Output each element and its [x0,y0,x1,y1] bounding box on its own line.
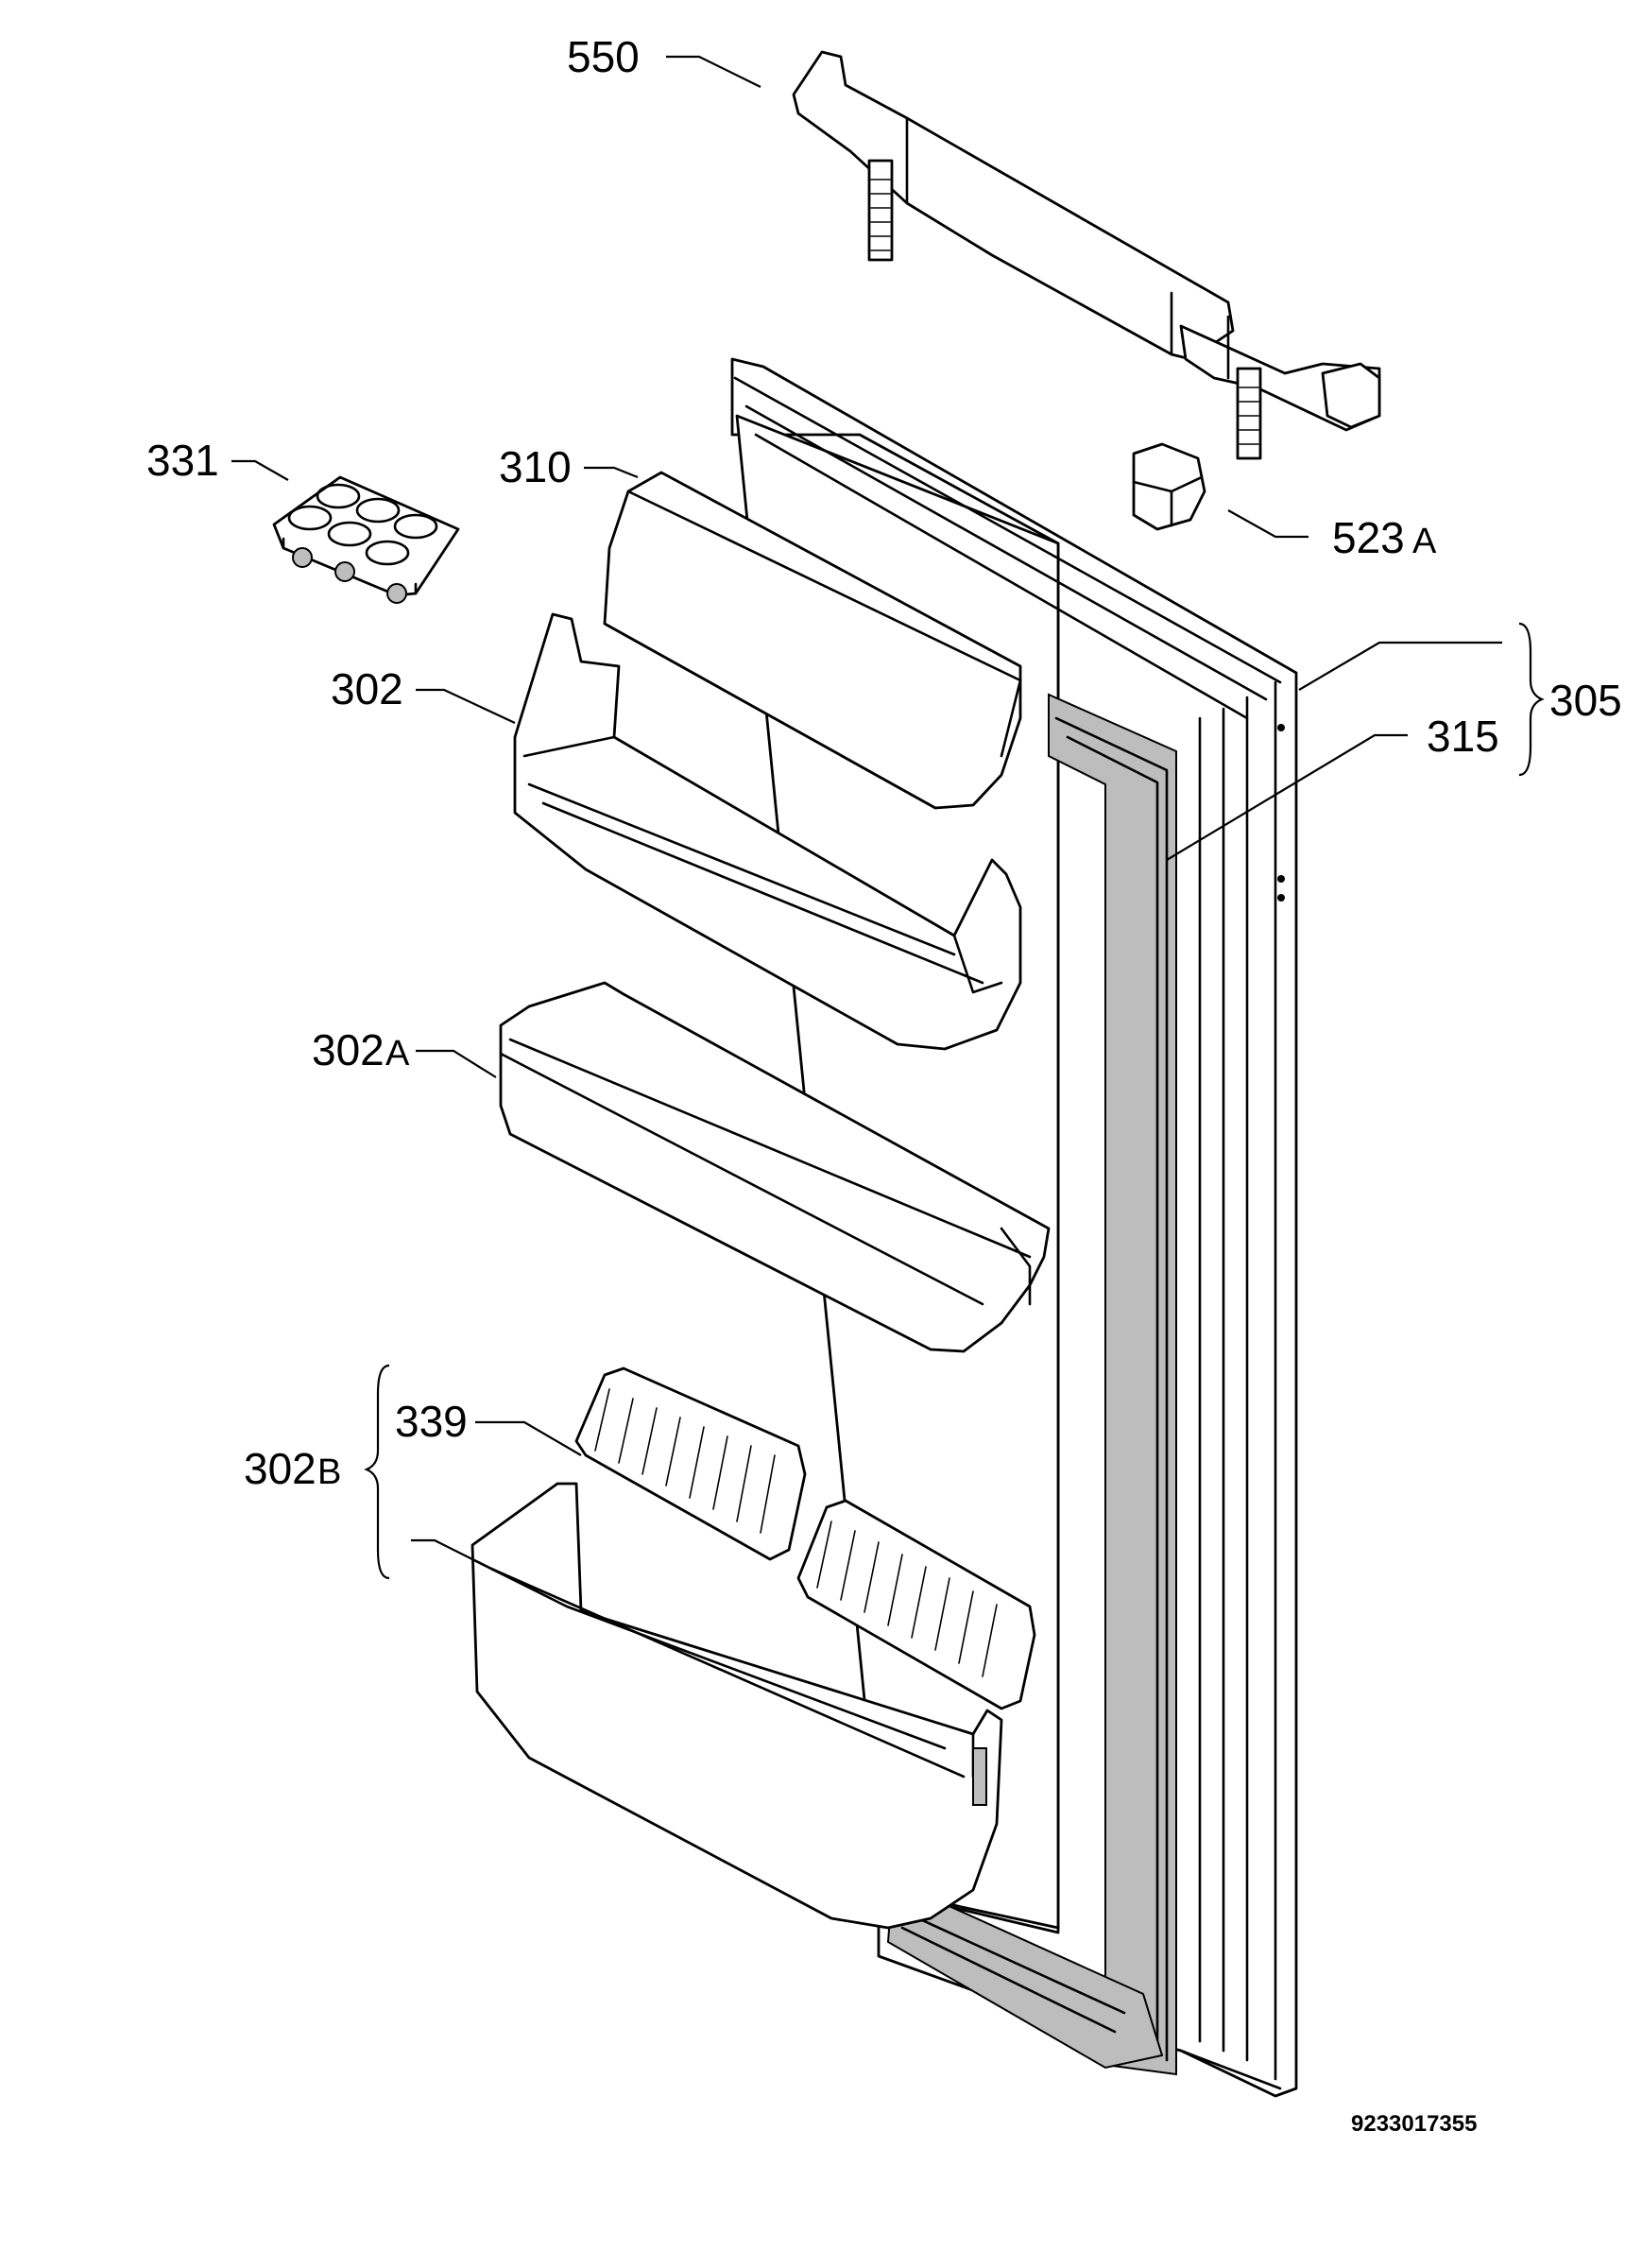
label-302: 302 [331,664,403,713]
part-labels: 550 331 310 523 A 302 305 315 302 A 339 … [146,32,1622,2137]
label-550: 550 [567,32,640,81]
part-302b-bin [470,1482,1003,1930]
label-310: 310 [499,442,572,491]
part-302-bin [513,612,1022,1051]
part-302a-bin [499,981,1051,1353]
gasket [886,693,1177,2076]
label-302b: 302 [244,1444,316,1493]
leader-lines [231,55,1545,1580]
label-302a-suffix: A [385,1034,410,1074]
part-310-lid [603,471,1022,810]
label-302b-suffix: B [317,1452,341,1492]
label-339: 339 [395,1397,468,1446]
label-315: 315 [1427,712,1499,761]
part-331-egg-tray [272,475,460,604]
label-331: 331 [146,436,219,485]
part-550-handle [792,50,1381,460]
part-339-dividers [574,1366,1036,1710]
label-523-suffix: A [1412,522,1437,561]
label-302a: 302 [312,1025,385,1074]
label-305: 305 [1549,676,1622,725]
label-523: 523 [1332,513,1405,562]
part-523a [1132,442,1206,531]
reference-number: 9233017355 [1351,2111,1477,2137]
